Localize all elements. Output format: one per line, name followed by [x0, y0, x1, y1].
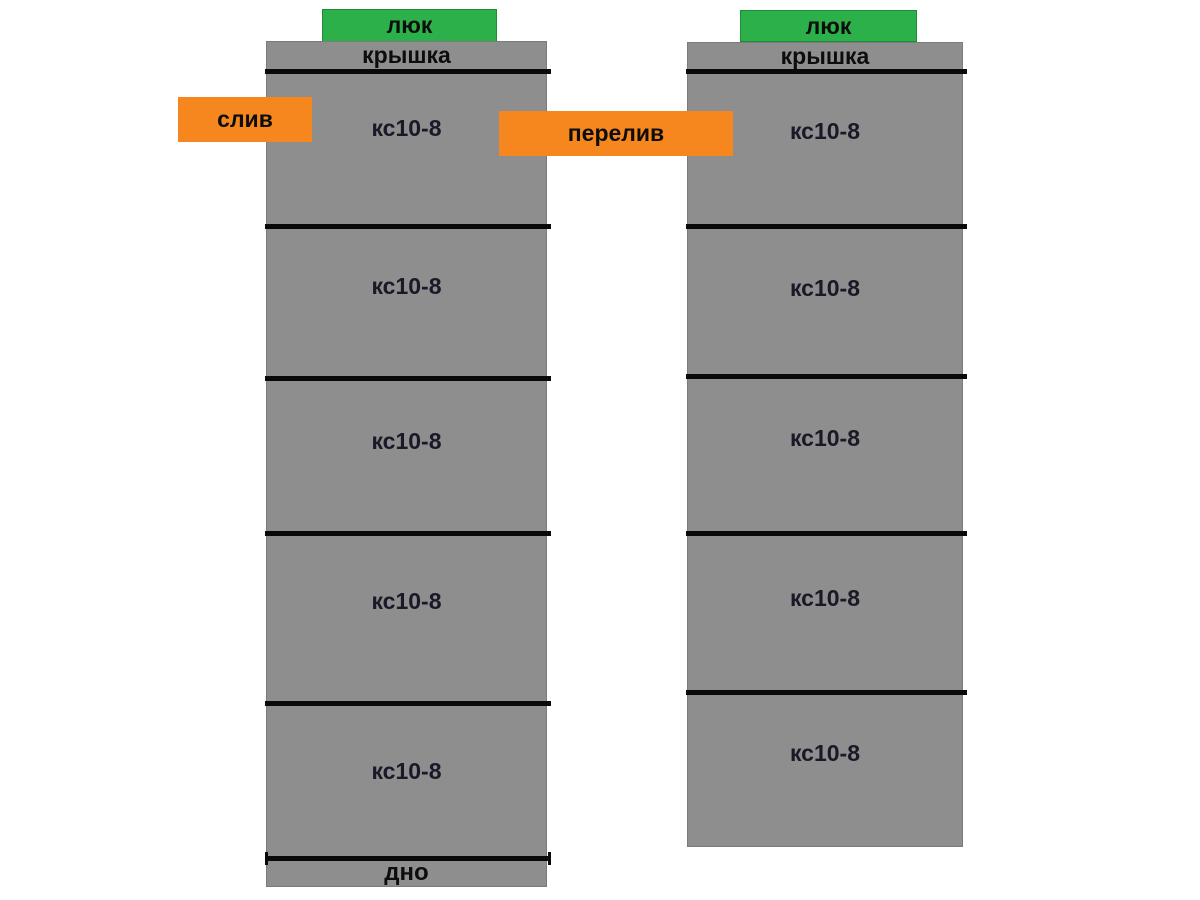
joint-line [265, 701, 551, 706]
overflow-pipe-tag: перелив [499, 111, 733, 156]
joint-line [265, 376, 551, 381]
bottom-joint-line [265, 852, 551, 865]
ring-label: кс10-8 [789, 740, 861, 766]
cover-label-right: крышка [780, 43, 870, 69]
ring-label: кс10-8 [789, 425, 861, 451]
joint-line [265, 69, 551, 74]
cover-label-left: крышка [362, 42, 451, 68]
manhole-hatch-left: люк [322, 9, 497, 42]
ring-label: кс10-8 [371, 758, 442, 784]
joint-line [265, 531, 551, 536]
overflow-pipe-label: перелив [567, 120, 665, 146]
ring-label: кс10-8 [371, 428, 442, 454]
bottom-label: дно [384, 859, 429, 886]
manhole-hatch-right: люк [740, 10, 917, 42]
ring-column-left: крышка кс10-8 кс10-8 кс10-8 кс10-8 кс10-… [265, 41, 551, 887]
ring-column-right: крышка кс10-8 кс10-8 кс10-8 кс10-8 кс10-… [686, 42, 967, 847]
manhole-hatch-right-label: люк [805, 12, 852, 39]
drain-pipe-label: слив [217, 106, 273, 132]
drain-pipe-tag: слив [178, 97, 312, 142]
ring-label: кс10-8 [789, 275, 861, 301]
ring-label: кс10-8 [789, 118, 861, 144]
joint-line [686, 690, 967, 695]
ring-label: кс10-8 [371, 588, 442, 614]
ring-label: кс10-8 [789, 585, 861, 611]
ring-label: кс10-8 [371, 115, 442, 141]
joint-line [686, 531, 967, 536]
joint-line [265, 224, 551, 229]
ring-label: кс10-8 [371, 273, 442, 299]
manhole-hatch-left-label: люк [386, 12, 433, 38]
joint-line [686, 69, 967, 74]
joint-line [686, 374, 967, 379]
joint-line [686, 224, 967, 229]
